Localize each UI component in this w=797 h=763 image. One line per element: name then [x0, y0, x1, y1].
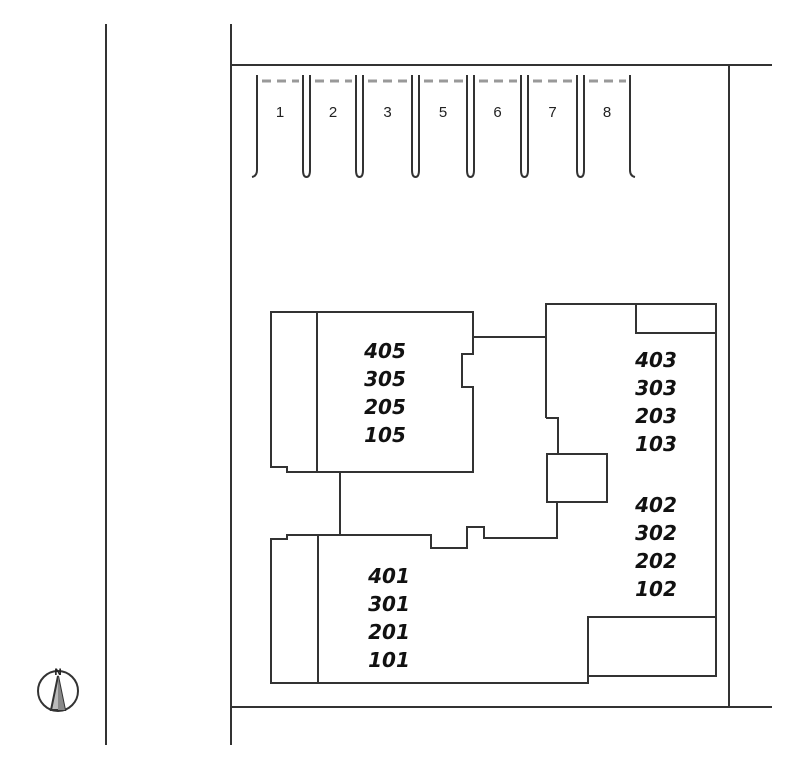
unit-number: 402	[634, 493, 677, 517]
unit-number: 301	[368, 592, 410, 616]
unit-number: 303	[635, 376, 677, 400]
unit-number: 202	[635, 549, 677, 573]
parking-divider	[466, 75, 475, 179]
unit-number: 305	[364, 367, 406, 391]
stair-core	[546, 453, 608, 503]
north-arrow-icon: N	[37, 668, 79, 712]
parking-slot-label: 3	[383, 104, 391, 121]
parking-divider	[411, 75, 420, 179]
parking-edge-right	[629, 75, 636, 178]
parking-slot-label: 7	[548, 104, 556, 121]
unit-number: 401	[367, 564, 410, 588]
unit-labels-south-west: 401 301 201 101	[367, 564, 410, 672]
parking-divider	[355, 75, 364, 179]
unit-labels-north-west: 405 305 205 105	[363, 339, 406, 447]
parking-divider	[302, 75, 311, 179]
unit-number: 403	[634, 348, 677, 372]
compass-label: N	[54, 668, 62, 678]
parking-divider	[520, 75, 529, 179]
unit-number: 203	[635, 404, 677, 428]
building-north-west	[270, 311, 474, 473]
building-south-west	[270, 502, 589, 684]
parking-slot-label: 6	[493, 104, 501, 121]
parking-area: 1 2 3 5 6 7 8	[251, 75, 636, 179]
building-east	[545, 303, 717, 677]
parking-slot-label: 2	[329, 104, 337, 121]
unit-number: 105	[364, 423, 406, 447]
unit-labels-east-lower: 402 302 202 102	[634, 493, 677, 601]
parking-slot-label: 8	[603, 104, 611, 121]
unit-number: 101	[368, 648, 410, 672]
unit-number: 103	[635, 432, 677, 456]
parking-slot-label: 1	[276, 104, 284, 121]
parking-divider	[576, 75, 585, 179]
unit-number: 302	[635, 521, 677, 545]
unit-number: 102	[635, 577, 677, 601]
parking-slot-label: 5	[439, 104, 447, 121]
parking-edge-left	[251, 75, 258, 178]
unit-number: 205	[364, 395, 406, 419]
unit-number: 201	[368, 620, 410, 644]
unit-labels-east-upper: 403 303 203 103	[634, 348, 677, 456]
unit-number: 405	[363, 339, 406, 363]
